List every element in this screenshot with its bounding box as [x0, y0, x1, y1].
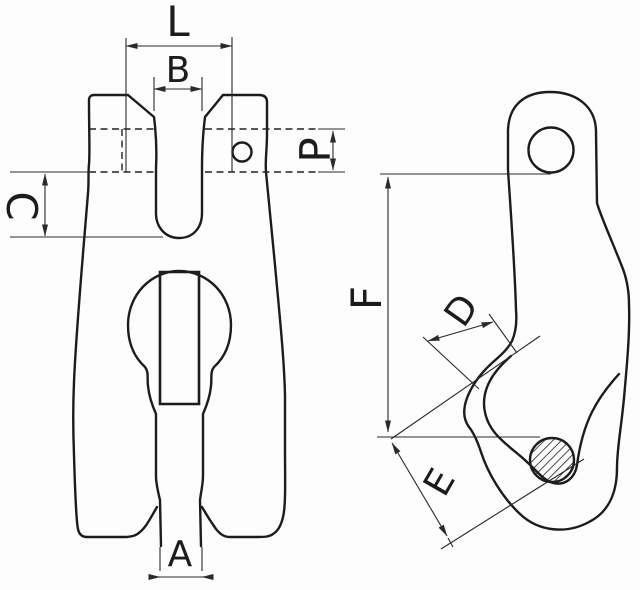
dim-label-F: F [342, 286, 391, 310]
dimension-line-D [427, 321, 494, 342]
eye-hole [527, 126, 575, 174]
front-view-extension-lines [10, 37, 345, 571]
dim-label-P: P [291, 137, 340, 162]
front-view-outline [72, 93, 287, 539]
dim-label-E: E [415, 461, 464, 503]
side-view: F D E [342, 90, 631, 550]
chain-cross-section [528, 436, 576, 484]
dim-label-D: D [436, 286, 488, 334]
front-view: L B C P A [0, 0, 345, 580]
hidden-pin-hole-dashed [89, 128, 318, 173]
pin-hole [231, 141, 253, 163]
dim-label-B: B [166, 50, 191, 91]
dim-label-C: C [0, 191, 46, 220]
dimension-line-E [391, 442, 448, 537]
dim-label-L: L [166, 0, 190, 46]
dim-label-A: A [168, 534, 193, 575]
side-view-extension-lines [377, 173, 585, 550]
chain-pocket-rectangle [158, 270, 201, 406]
side-view-outline [463, 90, 631, 531]
keyhole-slot-outline [126, 269, 233, 548]
